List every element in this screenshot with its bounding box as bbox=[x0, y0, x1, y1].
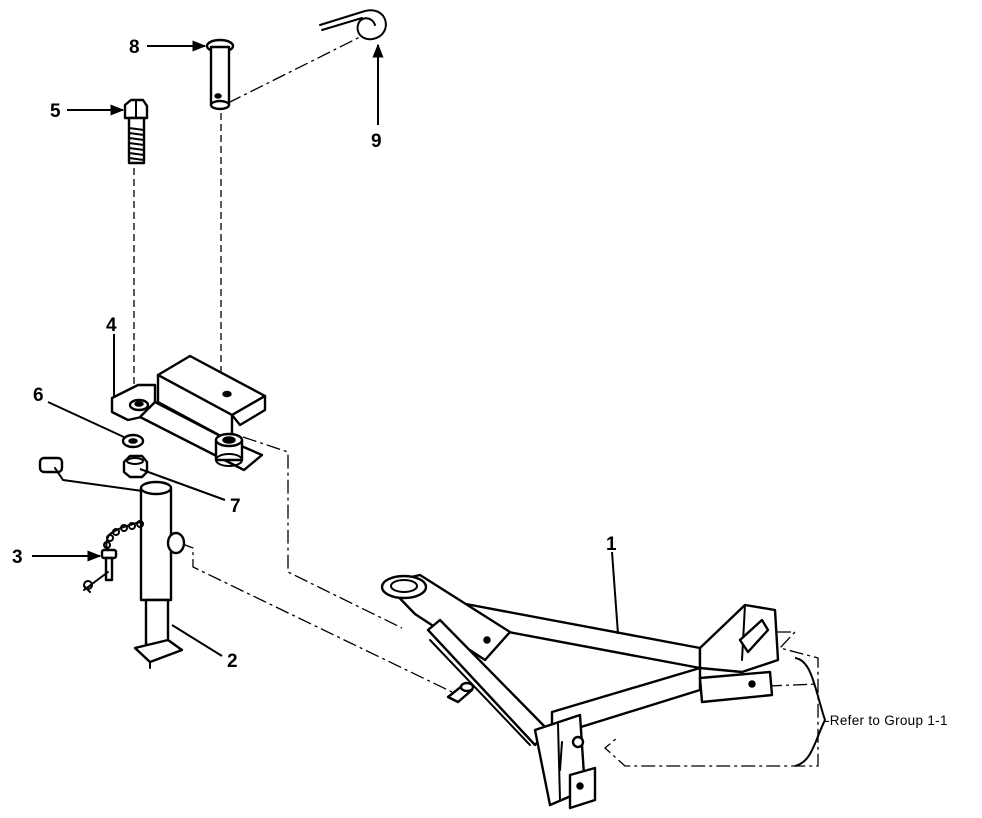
callout-1: 1 bbox=[606, 534, 617, 555]
callout-4: 4 bbox=[106, 315, 117, 336]
callout-leaders bbox=[32, 40, 827, 767]
callout-6: 6 bbox=[33, 385, 44, 406]
nut bbox=[122, 454, 149, 479]
pin-and-chain bbox=[83, 520, 144, 593]
callout-3: 3 bbox=[12, 547, 23, 568]
jack-stand bbox=[38, 456, 186, 669]
callout-5: 5 bbox=[50, 101, 61, 122]
hair-pin-clip bbox=[319, 9, 387, 41]
callout-9: 9 bbox=[371, 131, 382, 152]
clevis-pin bbox=[205, 38, 235, 111]
callout-2: 2 bbox=[227, 651, 238, 672]
alignment-lines bbox=[133, 35, 819, 767]
bolt bbox=[123, 98, 149, 165]
callout-8: 8 bbox=[129, 37, 140, 58]
mount-bracket bbox=[110, 354, 267, 472]
washer bbox=[121, 433, 145, 449]
reference-note: -Refer to Group 1-1 bbox=[825, 713, 948, 728]
callout-7: 7 bbox=[230, 496, 241, 517]
hitch-frame bbox=[380, 573, 780, 810]
callout-labels: 1 2 3 4 5 6 7 8 9 bbox=[12, 37, 617, 672]
